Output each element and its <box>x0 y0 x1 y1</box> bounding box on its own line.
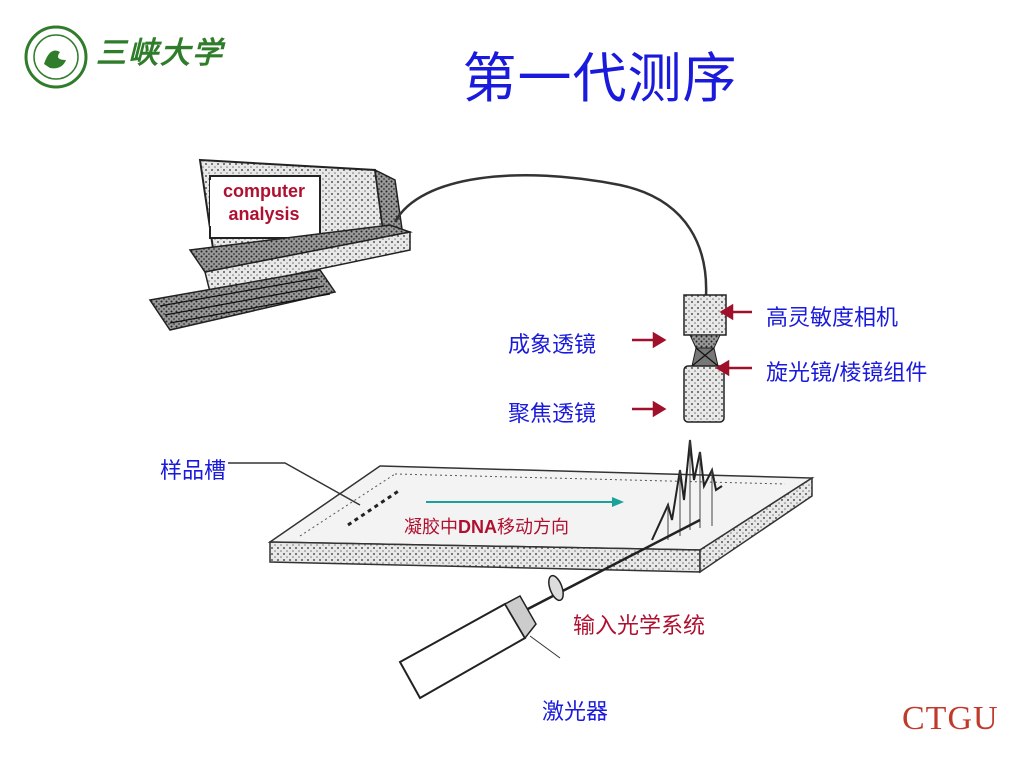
laser-beam <box>521 518 701 614</box>
footer-brand: CTGU <box>902 700 999 737</box>
computer-analysis-label: computer analysis <box>210 180 318 226</box>
dna-direction-arrow <box>426 497 624 507</box>
camera-body <box>683 294 727 336</box>
sample-wells <box>347 488 401 527</box>
dna-dir-suffix: 移动方向 <box>497 517 569 538</box>
imaging-lens-label: 成象透镜 <box>508 333 597 358</box>
laser-leader <box>529 635 561 659</box>
logo-text: 三峡大学 <box>96 36 224 71</box>
imaging-lens-shape <box>689 334 721 349</box>
computer-label-line2: analysis <box>228 204 300 224</box>
sample-well-leader <box>228 462 361 506</box>
computer-label-line1: computer <box>222 181 305 201</box>
keyboard <box>148 269 337 331</box>
focusing-lens-label: 聚焦透镜 <box>508 402 597 427</box>
optics-label: 输入光学系统 <box>573 614 706 639</box>
prism-label: 旋光镜/棱镜组件 <box>766 361 928 386</box>
page-title: 第一代测序 <box>462 47 738 110</box>
gel-plate <box>267 439 815 574</box>
data-cable <box>393 174 708 297</box>
red-arrows <box>632 303 752 418</box>
logo-ring <box>24 25 88 89</box>
sample-well-label: 样品槽 <box>160 459 227 484</box>
keyboard-keys <box>159 277 331 324</box>
laser-nozzle <box>503 594 537 640</box>
laser-device <box>398 594 537 700</box>
laser-label: 激光器 <box>542 700 609 725</box>
dna-dir-dna: DNA <box>458 517 497 537</box>
fluorescence-peaks <box>651 439 723 541</box>
focusing-lens-shape <box>683 365 725 423</box>
logo-emblem-icon <box>44 50 66 69</box>
university-logo <box>24 25 88 89</box>
logo-inner-ring <box>33 34 79 80</box>
input-lens-shape <box>548 574 564 602</box>
optics-column <box>683 294 727 423</box>
dna-direction-label: 凝胶中DNA移动方向 <box>404 513 569 539</box>
camera-label: 高灵敏度相机 <box>766 306 899 331</box>
computer-base-front <box>204 231 411 293</box>
gel-side-edge <box>699 476 813 574</box>
dna-dir-prefix: 凝胶中 <box>404 517 458 538</box>
laser-body <box>398 602 527 700</box>
